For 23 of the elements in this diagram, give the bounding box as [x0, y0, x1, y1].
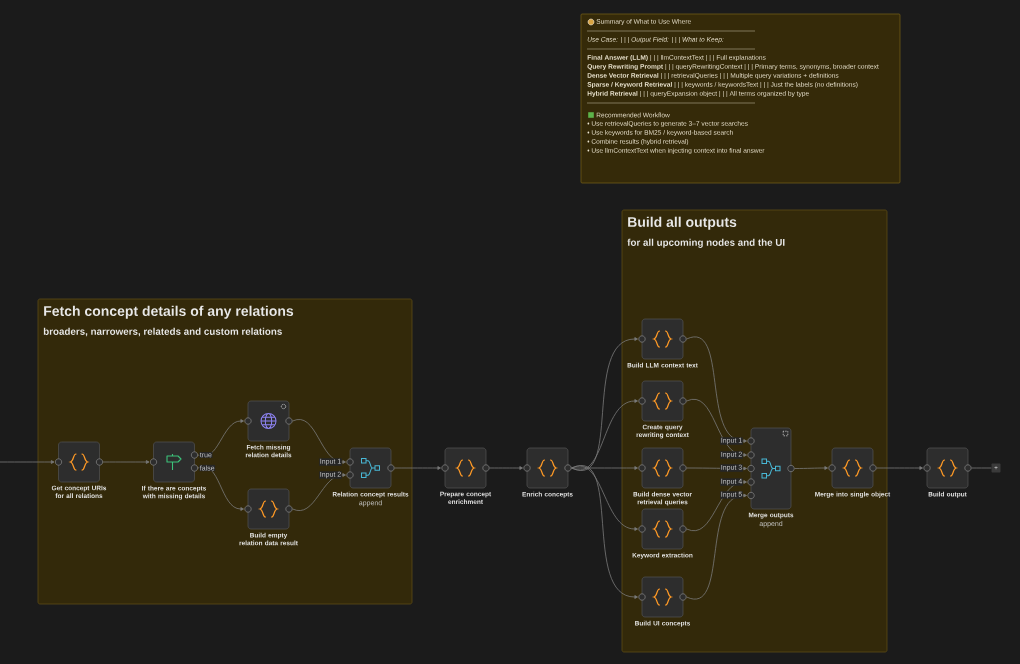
- arrow: [571, 466, 638, 470]
- arrow: [686, 480, 747, 532]
- arrow: [292, 419, 346, 464]
- arrow: [794, 466, 828, 470]
- arrow: [686, 466, 747, 471]
- arrow: [686, 493, 747, 600]
- arrow: [102, 460, 150, 464]
- arrow: [876, 466, 923, 470]
- group-subtitle: broaders, narrowers, relateds and custom relations: [43, 327, 282, 337]
- group-title: Build all outputs: [628, 216, 737, 230]
- arrow: [197, 466, 244, 511]
- arrow: [686, 336, 747, 443]
- arrow: [394, 466, 441, 470]
- arrow: [571, 465, 638, 599]
- connector-line: [971, 467, 992, 469]
- arrow: [292, 473, 346, 511]
- arrow: [197, 419, 244, 457]
- group-subtitle: for all upcoming nodes and the UI: [627, 238, 785, 248]
- arrow: [571, 399, 638, 471]
- group-title: Fetch concept details of any relations: [44, 305, 294, 319]
- arrow: [0, 460, 55, 464]
- arrow: [489, 466, 523, 470]
- arrow: [686, 398, 747, 457]
